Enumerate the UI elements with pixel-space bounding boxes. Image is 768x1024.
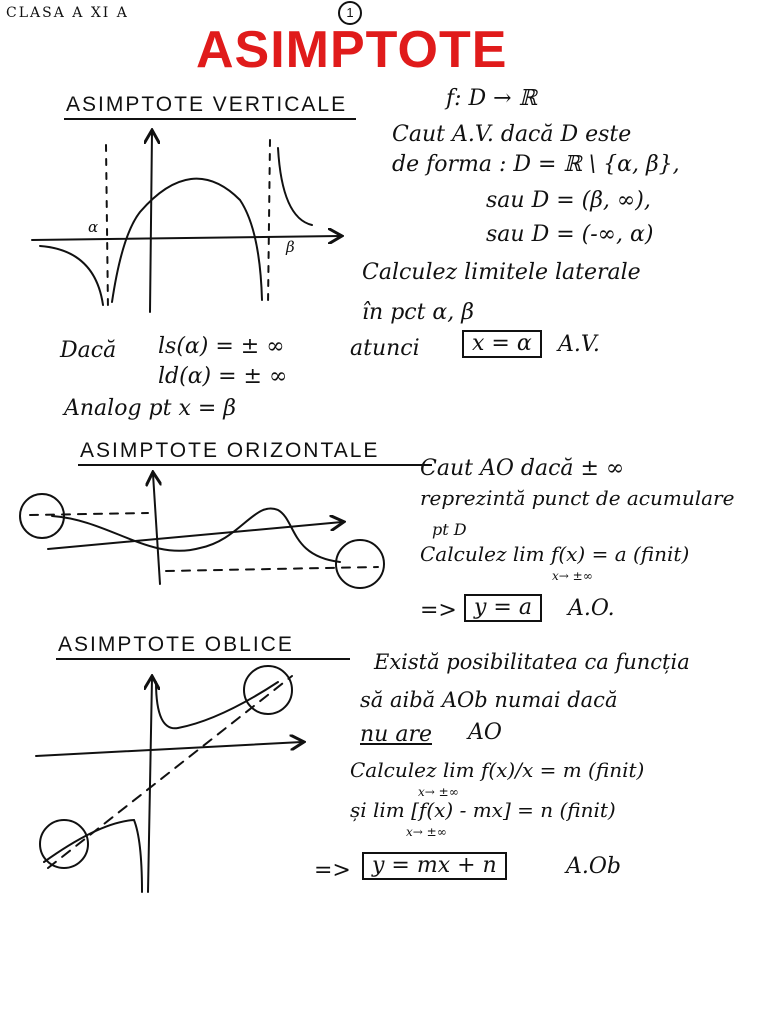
horizontal-text-line: pt D [432,520,467,539]
vertical-text-line: sau D = (β, ∞), [486,188,651,213]
x-axis [31,236,340,240]
y-axis [150,132,152,313]
no-ao-label: nu are [360,722,432,747]
limit-circle-right [335,539,385,589]
oblique-asymptote-line [47,675,293,869]
oblique-result-label: A.Ob [566,854,621,879]
y-axis [148,678,152,893]
limit-circle-bottom [39,819,89,869]
right-limit-condition: ld(α) = ± ∞ [158,364,288,389]
horizontal-text-line: reprezintă punct de acumulare [420,486,735,510]
atunci-label: atunci [350,336,420,361]
vertical-text-line: de forma : D = ℝ \ {α, β}, [392,152,680,177]
section-heading-horizontal: ASIMPTOTE ORIZONTALE [80,439,380,462]
x-axis [47,522,342,550]
class-label: CLASA A XI A [6,5,129,21]
oblique-limit-n: și lim [f(x) - mx] = n (finit) [350,798,616,822]
limit-circle-left [19,493,65,539]
vertical-asymptote-graph [31,132,340,313]
asymptote-beta [267,139,271,306]
oblique-limit-m: Calculez lim f(x)/x = m (finit) [350,758,645,782]
analog-note: Analog pt x = β [64,396,236,421]
heading-underline [64,118,356,120]
implies-arrow: => [314,858,351,883]
page-title: ASIMPTOTE [196,21,508,79]
alpha-label: α [88,218,98,236]
beta-label: β [285,238,295,256]
vertical-asymptote-result: x = α [462,330,542,358]
horizontal-asymptote-result: y = a [464,594,542,622]
horizontal-result-label: A.O. [568,596,615,621]
left-limit-condition: ls(α) = ± ∞ [158,334,285,359]
heading-underline [56,658,350,660]
horizontal-limit-subscript: x→ ±∞ [552,569,593,583]
vertical-text-line: în pct α, β [362,300,474,325]
oblique-limit-m-subscript: x→ ±∞ [418,785,459,799]
limit-circle-top [243,665,293,715]
curve-lower-branch [43,818,143,893]
oblique-text-line: să aibă AOb numai dacă [360,688,618,712]
y-axis [153,474,160,585]
horizontal-text-line: Caut AO dacă ± ∞ [420,456,625,481]
curve-upper-branch [155,681,279,730]
vertical-text-line: Calculez limitele laterale [362,260,641,285]
x-axis [35,742,302,757]
horizontal-asymptote-graph [19,474,385,589]
vertical-text-line: Caut A.V. dacă D este [392,122,632,147]
page-number: 1 [338,1,362,25]
curve [51,507,341,563]
curve-middle [111,177,263,303]
vertical-text-line: sau D = (-∞, α) [486,222,654,247]
oblique-text-line: Există posibilitatea ca funcția [374,650,690,674]
curve-right-branch [277,147,313,226]
asymptote-left [29,512,149,516]
oblique-limit-n-subscript: x→ ±∞ [406,825,447,839]
ao-label: AO [468,720,502,745]
section-heading-oblique: ASIMPTOTE OBLICE [58,633,294,656]
daca-label: Dacă [60,338,117,363]
asymptote-right [165,566,379,572]
function-definition: f: D → ℝ [446,86,537,111]
asymptote-alpha [105,144,109,311]
horizontal-limit: Calculez lim f(x) = a (finit) [420,542,690,566]
heading-underline [78,464,432,466]
section-heading-vertical: ASIMPTOTE VERTICALE [66,93,348,116]
oblique-asymptote-result: y = mx + n [362,852,507,880]
curve-left-branch [39,245,104,306]
oblique-asymptote-graph [35,665,302,893]
vertical-result-label: A.V. [558,332,600,357]
implies-arrow: => [420,598,457,623]
